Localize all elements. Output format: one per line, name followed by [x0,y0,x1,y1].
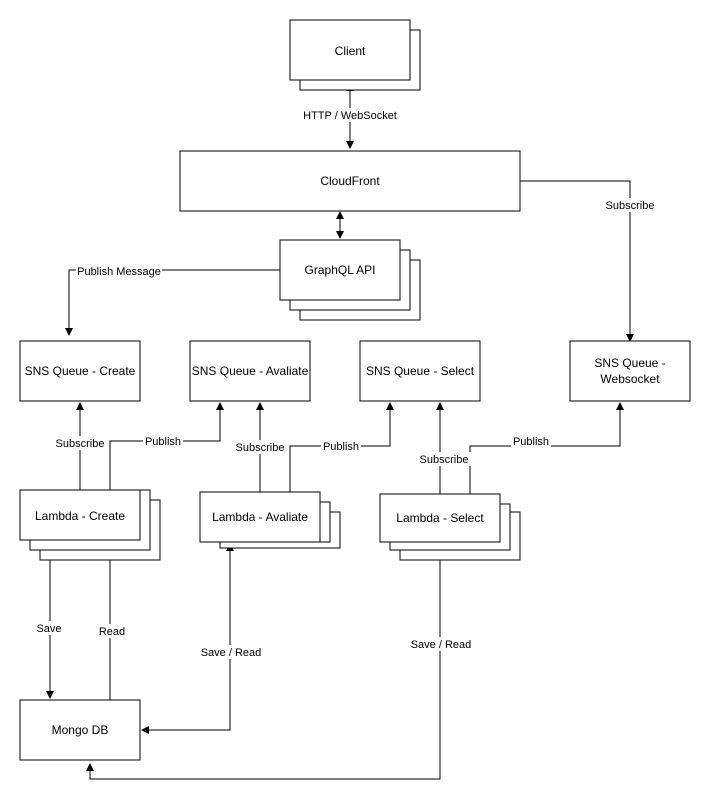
label-subscribe-avaliate: Subscribe [236,442,285,454]
graphql-label: GraphQL API [305,263,376,277]
sns-queue-websocket-node[interactable]: SNS Queue - Websocket [569,340,691,402]
sns-queue-select-node[interactable]: SNS Queue - Select [359,340,481,402]
client-node[interactable]: Client [289,19,421,91]
label-subscribe-select: Subscribe [420,454,469,466]
label-publish-avaliate: Publish [323,441,359,453]
label-publish-message: Publish Message [77,266,161,278]
cloudfront-label: CloudFront [320,174,380,188]
sns-queue-websocket-label-line1: SNS Queue - [594,356,665,370]
label-http-websocket: HTTP / WebSocket [303,110,397,122]
mongo-db-node[interactable]: Mongo DB [19,699,141,761]
label-save-read-select: Save / Read [411,639,472,651]
graphql-node[interactable]: GraphQL API [279,239,421,321]
sns-queue-websocket-label-line2: Websocket [600,372,660,386]
edge-cloudfront-sns-websocket [520,180,634,342]
edge-lambda-select-publish [469,402,624,494]
lambda-select-node[interactable]: Lambda - Select [379,493,521,561]
client-label: Client [335,44,366,58]
lambda-avaliate-node[interactable]: Lambda - Avaliate [199,491,341,549]
sns-queue-create-label: SNS Queue - Create [25,364,136,378]
label-save-create: Save [36,623,61,635]
edge-graphql-sns-create [65,269,280,336]
label-read-create: Read [99,626,125,638]
edge-labels: HTTP / WebSocket Subscribe Publish Messa… [34,108,656,659]
lambda-select-label: Lambda - Select [396,511,484,525]
edge-lambda-avaliate-mongo [141,543,234,734]
lambda-avaliate-label: Lambda - Avaliate [212,510,308,524]
lambda-create-node[interactable]: Lambda - Create [19,489,161,561]
sns-queue-avaliate-label: SNS Queue - Avaliate [192,364,309,378]
label-save-read-avaliate: Save / Read [201,647,262,659]
sns-queue-create-node[interactable]: SNS Queue - Create [19,340,141,402]
mongo-db-label: Mongo DB [52,723,109,737]
edge-lambda-select-mongo [86,542,441,780]
lambda-create-label: Lambda - Create [35,509,125,523]
label-publish-select: Publish [513,436,549,448]
nodes: Client CloudFront GraphQL API SNS Queue … [19,19,691,761]
label-subscribe-create: Subscribe [56,438,105,450]
sns-queue-select-label: SNS Queue - Select [366,364,475,378]
label-subscribe-cloudfront: Subscribe [606,200,655,212]
label-publish-create: Publish [145,436,181,448]
sns-queue-avaliate-node[interactable]: SNS Queue - Avaliate [189,340,311,402]
cloudfront-node[interactable]: CloudFront [179,150,521,212]
